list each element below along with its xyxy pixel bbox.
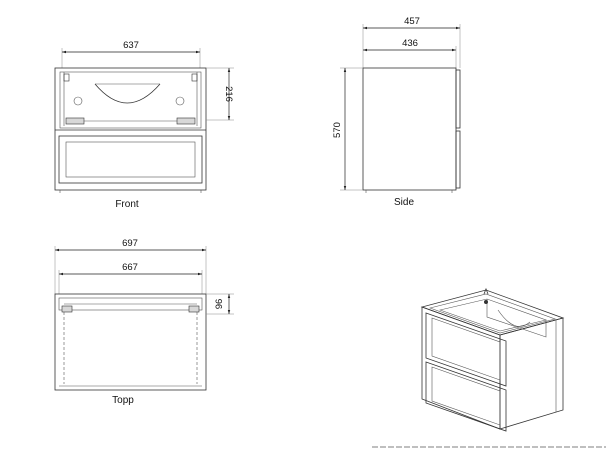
front-height-label: 216 <box>223 86 234 102</box>
side-caption: Side <box>394 197 414 208</box>
iso-top-drawer <box>425 312 507 387</box>
isometric-view <box>420 287 565 432</box>
front-bottom-drawer <box>58 135 203 184</box>
top-inner-width-label: 667 <box>122 262 138 273</box>
front-width-label: 637 <box>123 40 139 51</box>
side-cabinet-outline <box>362 67 457 191</box>
top-cabinet-outline <box>54 293 207 391</box>
side-top-front-panel <box>455 69 461 129</box>
top-drawer-rail <box>58 297 203 311</box>
side-height-label: 570 <box>332 122 343 138</box>
top-caption: Topp <box>112 395 134 406</box>
front-right-runner <box>176 117 196 125</box>
top-view: 697 667 96 Topp <box>54 238 234 406</box>
front-right-hole <box>175 96 185 106</box>
front-cabinet-outline <box>54 67 207 191</box>
top-depth-label: 96 <box>214 299 225 310</box>
faucet-marker-icon <box>483 287 489 295</box>
front-top-drawer <box>59 71 202 129</box>
front-view: 637 216 Front <box>54 40 234 210</box>
iso-bottom-drawer <box>425 361 507 432</box>
front-left-runner <box>65 117 85 125</box>
front-bottom-drawer-panel <box>65 141 196 178</box>
side-bottom-front-panel <box>455 130 461 189</box>
side-view: 457 436 570 Side <box>332 16 461 208</box>
front-left-hole <box>73 96 83 106</box>
front-caption: Front <box>115 199 139 210</box>
top-outer-width-label: 697 <box>122 238 138 249</box>
front-sink-cutout <box>94 83 161 104</box>
side-inner-width-label: 436 <box>402 38 418 49</box>
side-outer-width-label: 457 <box>404 16 420 27</box>
